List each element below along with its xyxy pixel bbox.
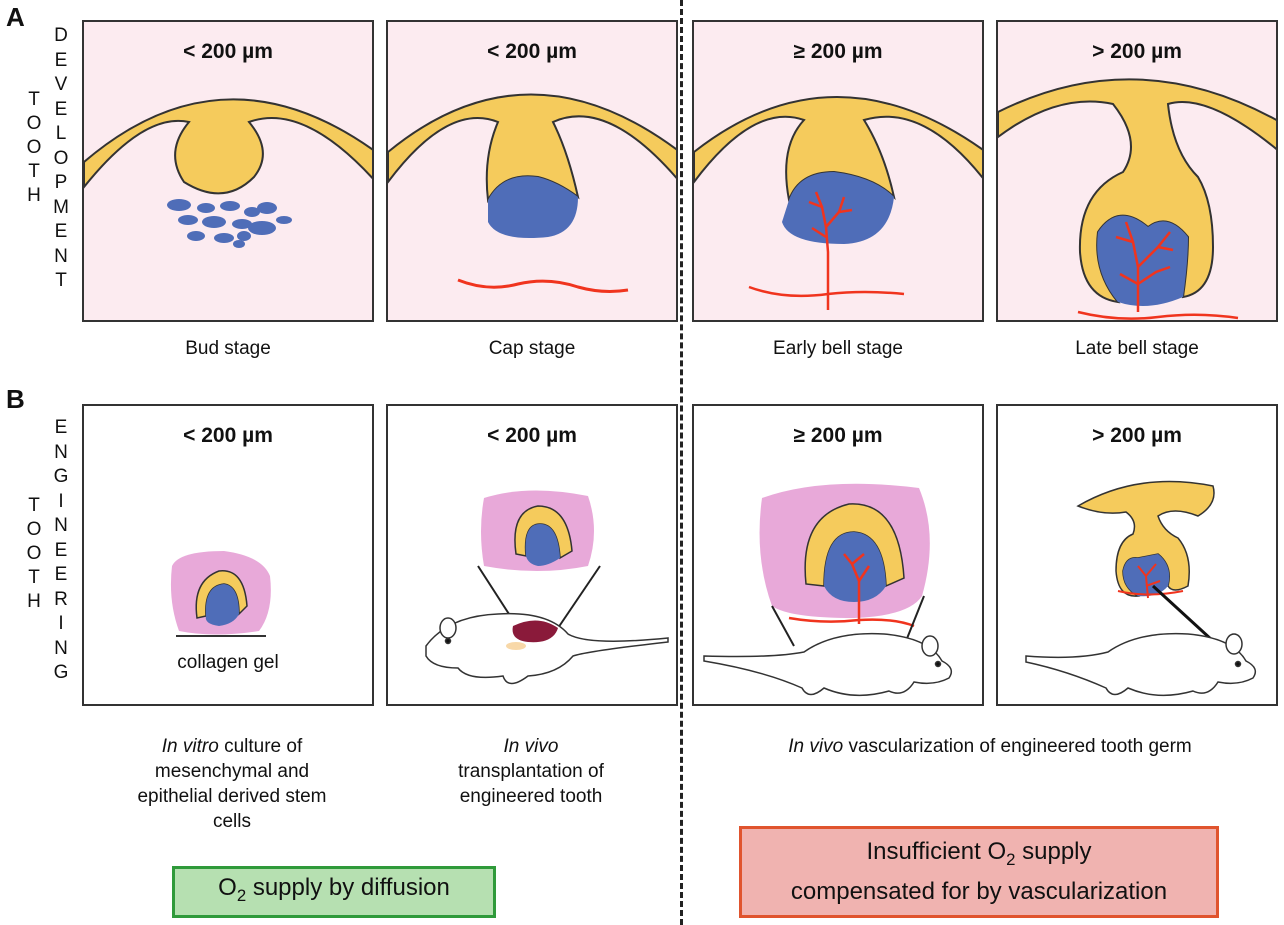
early-bell-size-label: ≥ 200 µm [793,40,883,63]
vertical-letter: E [54,564,68,585]
vertical-letter: T [28,567,40,588]
cap-stage-panel: < 200 µm [386,20,678,322]
vertical-letter: N [54,441,68,463]
late-bell-stage-illustration [998,78,1276,320]
vascularization-early-illustration [703,483,953,697]
mouse-icon [425,612,669,685]
collagen-gel-label: collagen gel [177,652,279,673]
vertical-letter: N [54,637,68,659]
vertical-letter: G [53,662,69,683]
vertical-letter: N [54,245,68,267]
bud-stage-panel: < 200 µm [82,20,374,322]
panel-b-letter: B [6,384,25,414]
vertical-letter: V [54,74,68,95]
engineered-blood-vessels [1117,563,1184,599]
vascularization-early-panel: ≥ 200 µm [692,404,984,706]
pointer-line-right [557,565,601,629]
vertical-letter: O [53,147,69,169]
vertical-letter: T [28,89,40,110]
diffusion-supply-box: O2 supply by diffusion [172,866,496,918]
dental-epithelium-cap [388,93,676,204]
vertical-letter: M [53,196,69,218]
vertical-letter: L [55,123,67,144]
vertical-letter: E [54,539,68,561]
vascularization-late-illustration [1025,480,1257,697]
in-vitro-size-label: < 200 µm [183,424,273,447]
cap-stage-illustration [388,93,676,293]
vertical-letter: H [27,185,41,206]
vertical-letter: E [54,98,68,120]
late-bell-size-label: > 200 µm [1092,40,1182,63]
vertical-letter: T [55,270,67,291]
vertical-letter: I [58,613,64,634]
dental-papilla-early-bell [782,172,894,244]
vertical-letter: G [53,466,69,487]
vascularization-supply-box: Insufficient O2 supply compensated for b… [739,826,1219,918]
bud-stage-illustration [84,98,372,248]
mouse-icon-b4 [1025,632,1257,697]
in-vivo-transplantation-panel: < 200 µm [386,404,678,706]
vertical-letter: H [27,591,41,612]
vascularization-late-panel: > 200 µm [996,404,1278,706]
in-vitro-illustration [170,551,271,637]
vertical-letter: T [28,161,40,182]
vertical-letter: O [26,137,42,158]
graft-site-highlight [506,642,526,650]
dental-epithelium-bud [84,98,372,195]
late-bell-stage-caption: Late bell stage [1075,338,1199,359]
engineered-mesenchyme [205,584,239,626]
vertical-letter: O [26,543,42,564]
bud-stage-size-label: < 200 µm [183,40,273,63]
graft-mesenchyme-large [824,532,886,602]
dental-papilla-cap [488,176,578,238]
panel-a-letter: A [6,2,25,32]
vertical-letter: O [26,519,42,540]
vertical-letter: O [26,113,42,134]
vertical-letter: N [54,515,68,536]
vertical-letter: T [28,495,40,516]
vascularization-early-size-label: ≥ 200 µm [793,424,883,447]
blood-vessels-early-bell [748,191,905,310]
vertical-letter: R [54,588,68,610]
pointer-line-left-b3 [771,605,795,647]
vertical-letter: D [54,25,68,46]
transplantation-illustration [425,490,669,685]
transplantation-size-label: < 200 µm [487,424,577,447]
early-bell-stage-panel: ≥ 200 µm [692,20,984,322]
in-vitro-caption: In vitro culture of mesenchymal and epit… [137,736,327,832]
cap-stage-caption: Cap stage [488,338,576,359]
vertical-letter: E [54,417,68,438]
blood-vessels-late-bell [1077,221,1239,320]
late-bell-stage-panel: > 200 µm [996,20,1278,322]
dashed-divider [680,0,683,925]
cap-stage-size-label: < 200 µm [487,40,577,63]
graft-blood-vessels [788,553,915,628]
mouse-icon-b3 [703,632,953,697]
vertical-letter: E [54,221,68,242]
early-bell-stage-caption: Early bell stage [773,338,903,359]
implanted-graft [512,620,558,643]
vertical-letter: E [54,49,68,71]
in-vivo-vascularization-caption: In vivo vascularization of engineered to… [788,736,1192,757]
bud-stage-caption: Bud stage [185,338,271,359]
mesenchymal-cells [167,199,292,248]
in-vitro-culture-panel: < 200 µm collagen gel [82,404,374,706]
vascularization-late-size-label: > 200 µm [1092,424,1182,447]
vertical-letter: P [54,172,68,193]
blood-vessel-cap [457,278,629,293]
graft-mesenchyme [525,524,560,566]
vertical-letter: I [58,490,64,512]
early-bell-stage-illustration [694,96,982,310]
